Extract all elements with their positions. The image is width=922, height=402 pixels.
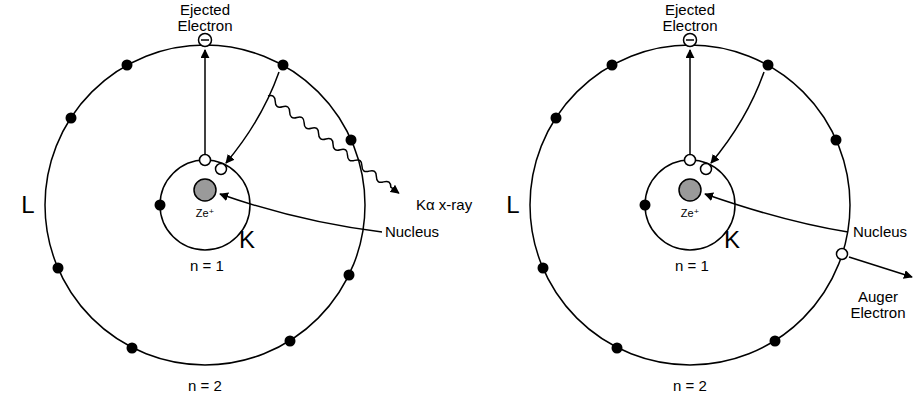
- nucleus: [679, 179, 701, 201]
- vacancies: [685, 155, 848, 260]
- auger-arrow: [849, 257, 912, 277]
- x-ray-label: Kα x-ray: [416, 197, 472, 214]
- quantum-number: n = 1: [190, 258, 224, 275]
- nucleus-label: Nucleus: [853, 224, 907, 241]
- l-shell: [530, 45, 850, 365]
- electron: [538, 263, 549, 274]
- vacancy: [216, 164, 227, 175]
- vacancies: [200, 155, 227, 175]
- left-atom: [45, 45, 365, 365]
- ejected-electron-label: Ejected Electron: [655, 2, 725, 35]
- transition-arrow: [711, 72, 764, 163]
- ejection-arrow: [689, 50, 691, 154]
- electron: [285, 336, 296, 347]
- electron: [770, 336, 781, 347]
- shell-letter: L: [506, 192, 519, 218]
- vacancy: [685, 155, 696, 166]
- electron: [551, 113, 562, 124]
- vacancy: [837, 249, 848, 260]
- nucleus-label: Nucleus: [385, 224, 439, 241]
- nucleus: [194, 179, 216, 201]
- electron: [607, 60, 618, 71]
- shell-letter: K: [724, 227, 740, 253]
- vacancy: [200, 155, 211, 166]
- nuclear-charge: Ze⁺: [681, 207, 700, 219]
- electron: [66, 113, 77, 124]
- electron: [122, 60, 133, 71]
- ejection-arrow: [204, 50, 206, 154]
- nuclear-charge: Ze⁺: [196, 207, 215, 219]
- electron-symbol-minus: [201, 39, 209, 41]
- right-atom: [530, 45, 850, 365]
- vacancy: [701, 164, 712, 175]
- electron: [612, 343, 623, 354]
- electron: [346, 135, 357, 146]
- quantum-number: n = 1: [675, 258, 709, 275]
- shell-letter: L: [21, 192, 34, 218]
- electron: [763, 60, 774, 71]
- electron: [278, 60, 289, 71]
- electron: [831, 135, 842, 146]
- electron-symbol-minus: [686, 39, 694, 41]
- electron: [640, 200, 651, 211]
- quantum-number: n = 2: [188, 378, 222, 395]
- electron-symbol: [684, 34, 697, 47]
- k-shell: [645, 160, 735, 250]
- electron: [155, 200, 166, 211]
- electron-symbol: [199, 34, 212, 47]
- ejected-electron-label: Ejected Electron: [170, 2, 240, 35]
- electron: [344, 270, 355, 281]
- auger-electron-label: Auger Electron: [843, 289, 913, 322]
- electron: [53, 263, 64, 274]
- x-ray-wave-path: [266, 94, 400, 196]
- quantum-number: n = 2: [673, 378, 707, 395]
- shell-letter: K: [239, 227, 255, 253]
- k-shell: [160, 160, 250, 250]
- l-shell: [45, 45, 365, 365]
- x-ray-wave: [266, 94, 400, 196]
- transition-arrow: [226, 72, 279, 163]
- electron: [127, 343, 138, 354]
